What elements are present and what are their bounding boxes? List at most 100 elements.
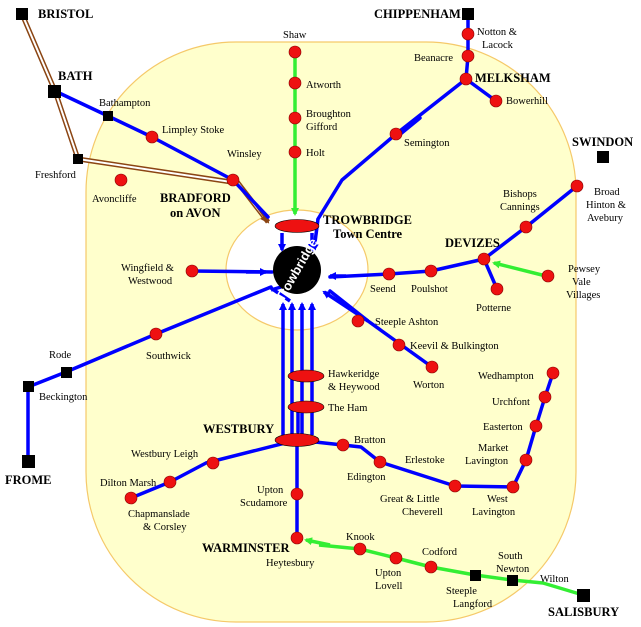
station-south-newton [507, 575, 518, 586]
label-beckington: Beckington [39, 392, 88, 403]
label-chapmanslade-1: Chapmanslade [128, 509, 190, 520]
stop-market-lavington [519, 453, 533, 467]
stop-bratton [336, 438, 350, 452]
stop-erlestoke [373, 455, 387, 469]
stop-westbury-leigh [206, 456, 220, 470]
label-trowbridge-2: Town Centre [333, 227, 403, 241]
label-broad-3: Avebury [587, 213, 624, 224]
stop-potterne [490, 282, 504, 296]
label-westbury-leigh: Westbury Leigh [131, 449, 199, 460]
label-great-1: Great & Little [380, 494, 440, 505]
stop-bishops [519, 220, 533, 234]
label-steeple-langford-2: Langford [453, 599, 493, 610]
stop-holt [288, 145, 302, 159]
label-bradford-1: BRADFORD [160, 191, 231, 205]
label-devizes: DEVIZES [445, 236, 500, 250]
town-labels: BRISTOL BATH CHIPPENHAM MELKSHAM SWINDON… [5, 7, 633, 619]
label-upton-scud-2: Scudamore [240, 498, 288, 509]
stop-codford [424, 560, 438, 574]
label-hawkeridge-2: & Heywood [328, 382, 380, 393]
label-winsley: Winsley [227, 149, 262, 160]
stop-steeple-ashton [351, 314, 365, 328]
label-upton-scud-1: Upton [257, 485, 284, 496]
hub-arrows [246, 218, 369, 435]
label-frome: FROME [5, 473, 52, 487]
stop-keevil [392, 338, 406, 352]
stop-easterton [529, 419, 543, 433]
stop-pewsey [541, 269, 555, 283]
rail-stations [16, 8, 609, 602]
stop-atworth [288, 76, 302, 90]
label-notton-1: Notton & [477, 27, 517, 38]
label-seend: Seend [370, 284, 396, 295]
label-poulshot: Poulshot [411, 284, 448, 295]
label-broughton-1: Broughton [306, 109, 352, 120]
label-south-newton-1: South [498, 551, 523, 562]
label-edington: Edington [347, 472, 386, 483]
label-salisbury: SALISBURY [548, 605, 619, 619]
label-erlestoke: Erlestoke [405, 455, 445, 466]
station-swindon [597, 151, 609, 163]
label-wedhampton: Wedhampton [478, 371, 534, 382]
label-broad-2: Hinton & [586, 200, 626, 211]
label-wilton: Wilton [540, 574, 569, 585]
stop-avoncliffe [114, 173, 128, 187]
label-warminster: WARMINSTER [202, 541, 290, 555]
stop-notton [461, 27, 475, 41]
station-bath [48, 85, 61, 98]
label-bishops-1: Bishops [503, 189, 537, 200]
westbury-interchange [274, 433, 320, 447]
label-pewsey-2: Vale [572, 277, 591, 288]
label-chippenham: CHIPPENHAM [374, 7, 461, 21]
label-bishops-2: Cannings [500, 202, 540, 213]
label-west-2: Lavington [472, 507, 516, 518]
station-chippenham [462, 8, 474, 20]
service-zone [85, 41, 577, 623]
label-trowbridge-1: TROWBRIDGE [323, 213, 412, 227]
label-holt: Holt [306, 148, 325, 159]
label-semington: Semington [404, 138, 450, 149]
label-bratton: Bratton [354, 435, 386, 446]
station-bristol [16, 8, 28, 20]
station-beckington [23, 381, 34, 392]
label-market-1: Market [478, 443, 508, 454]
label-rode: Rode [49, 350, 72, 361]
stop-chapmanslade [124, 491, 138, 505]
label-notton-2: Lacock [482, 40, 514, 51]
label-avoncliffe: Avoncliffe [92, 194, 137, 205]
stop-upton-lovell [389, 551, 403, 565]
trowbridge-interchange [274, 219, 320, 233]
stop-great-cheverell [448, 479, 462, 493]
stop-warminster [290, 531, 304, 545]
stop-devizes [477, 252, 491, 266]
stop-broad-hinton [570, 179, 584, 193]
label-beanacre: Beanacre [414, 53, 453, 64]
label-heytesbury: Heytesbury [266, 558, 315, 569]
label-codford: Codford [422, 547, 458, 558]
stop-winsley [226, 173, 240, 187]
the-ham-interchange [287, 400, 325, 414]
stop-shaw [288, 45, 302, 59]
interchanges [274, 219, 325, 447]
label-keevil: Keevil & Bulkington [410, 341, 499, 352]
stop-dilton [163, 475, 177, 489]
label-broughton-2: Gifford [306, 122, 338, 133]
label-potterne: Potterne [476, 303, 511, 314]
station-freshford [73, 154, 83, 164]
label-worton: Worton [413, 380, 445, 391]
label-wingfield-1: Wingfield & [121, 263, 174, 274]
label-atworth: Atworth [306, 80, 342, 91]
label-bathampton: Bathampton [99, 98, 151, 109]
label-bowerhill: Bowerhill [506, 96, 548, 107]
label-hawkeridge-1: Hawkeridge [328, 369, 380, 380]
stop-southwick [149, 327, 163, 341]
hawkeridge-interchange [287, 369, 325, 383]
stop-urchfont [538, 390, 552, 404]
stop-west-lavington [506, 480, 520, 494]
label-swindon: SWINDON [572, 135, 633, 149]
stop-bowerhill [489, 94, 503, 108]
label-market-2: Lavington [465, 456, 509, 467]
label-pewsey-3: Villages [566, 290, 600, 301]
label-freshford: Freshford [35, 170, 77, 181]
